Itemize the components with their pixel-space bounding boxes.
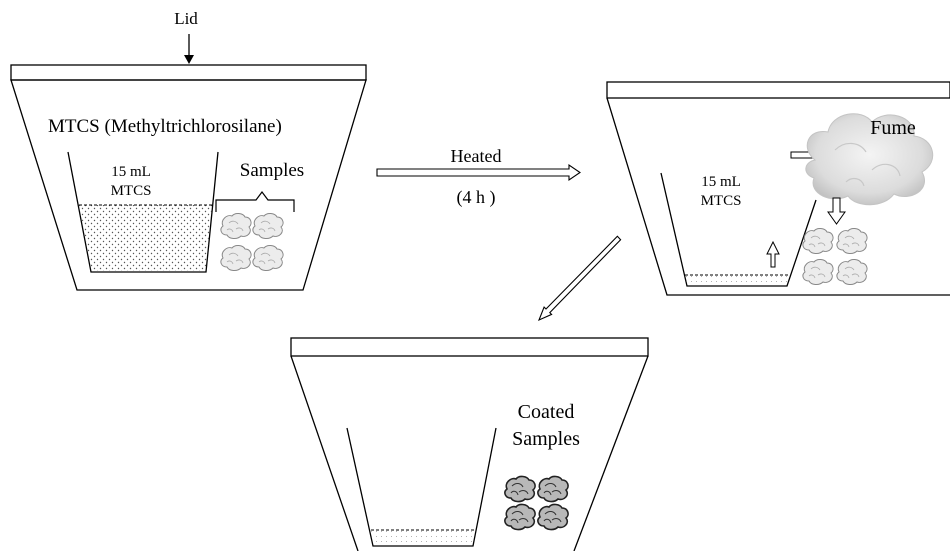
- liquid-mtcs-residual: [371, 530, 475, 545]
- inner-beaker: [67, 151, 219, 273]
- sample-group-coated: [504, 475, 569, 531]
- outer-vessel-right: [573, 355, 649, 551]
- reagent-label-2: MTCS: [701, 193, 742, 209]
- volume-label-2: 15 mL: [701, 174, 741, 190]
- samples-label: Samples: [240, 160, 304, 181]
- samples-bracket: [215, 191, 295, 212]
- liquid-mtcs-residual: [685, 275, 789, 285]
- lid: [290, 337, 649, 357]
- heated-label: Heated: [451, 146, 502, 166]
- heated-arrow: [376, 163, 581, 182]
- inner-beaker: [660, 172, 817, 287]
- lid: [10, 64, 367, 81]
- lid-label: Lid: [174, 9, 198, 28]
- lid: [606, 81, 950, 99]
- sample-group-initial: [220, 212, 284, 272]
- container-initial: [10, 64, 367, 291]
- inner-beaker: [346, 427, 497, 547]
- vapor-down-arrow: [827, 197, 846, 225]
- volume-label-1: 15 mL: [111, 164, 151, 180]
- outer-vessel: [606, 97, 950, 296]
- reagent-label-1: MTCS: [111, 183, 152, 199]
- container-coated: [290, 337, 649, 551]
- outer-vessel: [290, 355, 359, 551]
- vapor-up-arrow: [766, 240, 780, 268]
- lid-arrow-head: [184, 55, 194, 64]
- duration-label: (4 h ): [457, 187, 496, 208]
- reagent-title: MTCS (Methyltrichlorosilane): [48, 116, 282, 137]
- cooling-diagonal-arrow: [537, 235, 622, 322]
- sample-group-heated: [802, 227, 868, 286]
- fume-cloud: [805, 113, 934, 206]
- coated-label-line2: Samples: [512, 428, 580, 450]
- outer-vessel: [10, 79, 367, 291]
- liquid-mtcs: [79, 205, 212, 271]
- container-heated: [606, 81, 950, 296]
- coated-label-line1: Coated: [518, 401, 575, 423]
- fume-label: Fume: [870, 117, 916, 139]
